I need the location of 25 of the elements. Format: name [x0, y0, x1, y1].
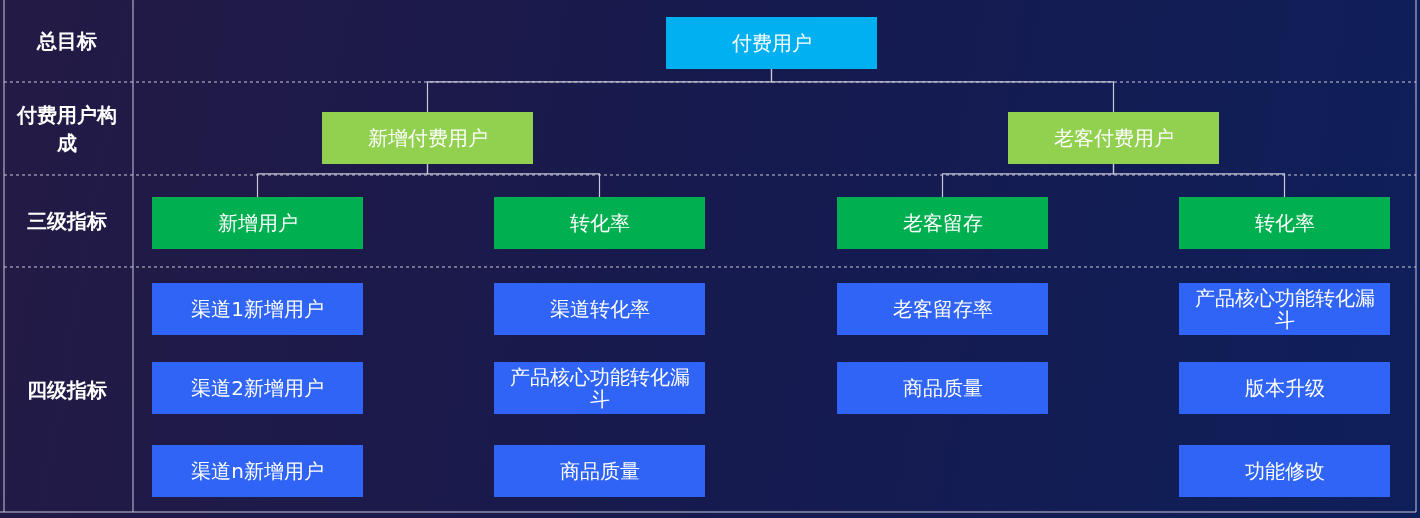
- category-box: 新增付费用户: [322, 112, 533, 164]
- sub-metric-box: 产品核心功能转化漏斗: [494, 362, 705, 414]
- connector-line: [426, 163, 601, 198]
- sub-metric-box: 老客留存率: [837, 283, 1048, 335]
- sub-metric-box: 功能修改: [1179, 445, 1390, 497]
- connector-line: [1112, 163, 1286, 198]
- sub-metric-box: 商品质量: [837, 362, 1048, 414]
- row-header: 总目标: [36, 28, 97, 55]
- sub-metric-box: 版本升级: [1179, 362, 1390, 414]
- row-header: 三级指标: [26, 208, 107, 235]
- sub-metric-box: 产品核心功能转化漏斗: [1179, 283, 1390, 335]
- sub-metric-box: 渠道转化率: [494, 283, 705, 335]
- sub-metric-box: 渠道1新增用户: [152, 283, 363, 335]
- metric-box: 新增用户: [152, 197, 363, 249]
- sub-metric-box: 渠道2新增用户: [152, 362, 363, 414]
- metric-box: 老客留存: [837, 197, 1048, 249]
- metric-box: 转化率: [1179, 197, 1390, 249]
- sub-metric-box: 渠道n新增用户: [152, 445, 363, 497]
- category-box: 老客付费用户: [1008, 112, 1219, 164]
- goal-box: 付费用户: [666, 17, 877, 69]
- row-header: 四级指标: [26, 376, 107, 404]
- sub-metric-box: 商品质量: [494, 445, 705, 497]
- row-header: 付费用户构成: [16, 101, 117, 157]
- metric-box: 转化率: [494, 197, 705, 249]
- connector-line: [770, 68, 1115, 113]
